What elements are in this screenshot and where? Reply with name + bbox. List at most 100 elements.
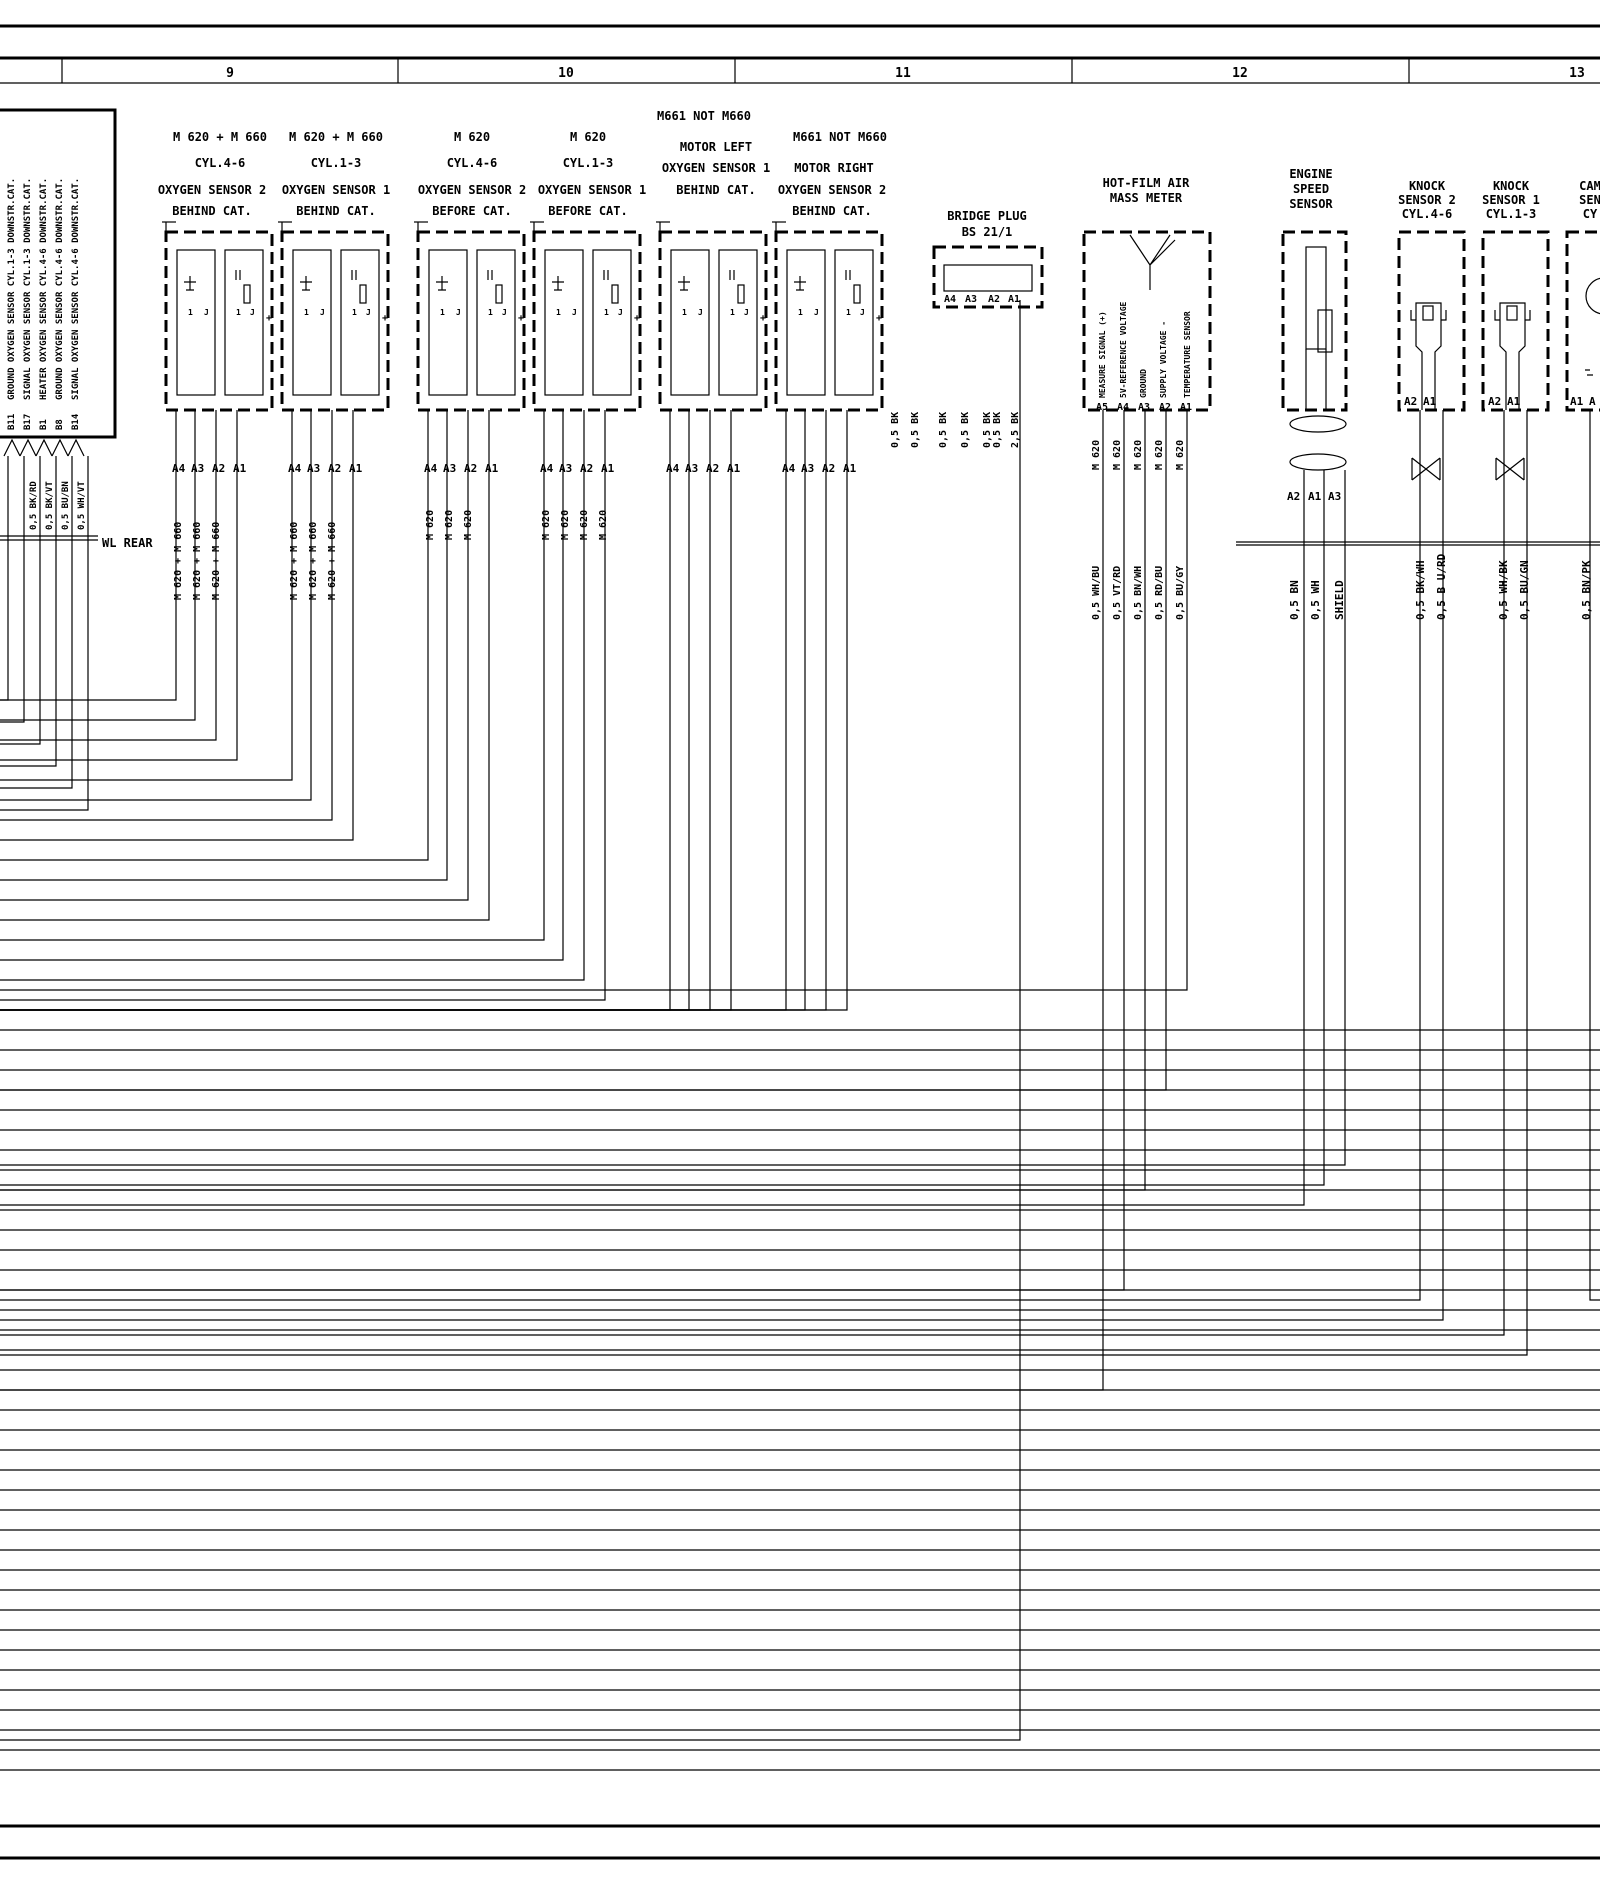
bridge-plug-title: BRIDGE PLUG	[947, 209, 1026, 223]
speed-sensor-wire: SHIELD	[1333, 580, 1346, 620]
sensor-name: OXYGEN SENSOR 1	[662, 161, 770, 175]
speed-sensor-wire: 0,5 BN	[1288, 580, 1301, 620]
svg-text:1: 1	[304, 308, 309, 317]
sensor-name: OXYGEN SENSOR 2	[158, 183, 266, 197]
svg-text:1: 1	[846, 308, 851, 317]
speed-sensor-pin: A2	[1287, 490, 1300, 503]
sensor-pin: A4	[424, 462, 438, 475]
sensor-pin: A4	[288, 462, 302, 475]
wire	[0, 300, 1021, 1741]
maf-internal-label: SUPPLY VOLTAGE -	[1159, 321, 1168, 398]
wire	[0, 410, 177, 701]
speed-sensor-pin: A1	[1308, 490, 1322, 503]
knock-sensor-pin: A2	[1488, 395, 1501, 408]
ecu-pin-description: SIGNAL OXYGEN SENSOR CYL.1-3 DOWNSTR.CAT…	[23, 178, 33, 400]
svg-text:J: J	[366, 308, 371, 317]
svg-text:J: J	[320, 308, 325, 317]
sensor-housing	[532, 230, 642, 412]
maf-model-label: M 620	[1154, 440, 1165, 470]
wire-harness	[0, 300, 1600, 1771]
bridge-wire-label: 0,5 BK	[992, 412, 1003, 448]
sensor-housing	[658, 230, 768, 412]
svg-text:1: 1	[352, 308, 357, 317]
sensor-wire-label: M 620 + M 660	[289, 522, 300, 600]
sensor-wire-label: M 620	[598, 510, 609, 540]
maf-pin: A3	[1138, 402, 1150, 413]
sensor-model: M 620 + M 660	[289, 130, 383, 144]
bridge-pin: A1	[1008, 294, 1020, 305]
sensor-wire-label: M 620 + M 660	[308, 522, 319, 600]
maf-model-label: M 620	[1091, 440, 1102, 470]
sensor-pin: A2	[464, 462, 477, 475]
knock-sensor-label: KNOCK	[1493, 179, 1530, 193]
sensor-pin: A2	[580, 462, 593, 475]
svg-text:1: 1	[440, 308, 445, 317]
sensor-pin: A4	[782, 462, 796, 475]
sensor-name: OXYGEN SENSOR 2	[418, 183, 526, 197]
maf-wire-label: 0,5 VT/RD	[1112, 566, 1123, 620]
svg-text:+: +	[634, 313, 640, 324]
sensor-housing	[280, 230, 390, 412]
sensor-housing	[416, 230, 526, 412]
wire	[0, 410, 469, 901]
wire	[0, 470, 1305, 1206]
speed-sensor-label: SPEED	[1293, 182, 1329, 196]
ecu-wire-label: 0,5 BU/BN	[61, 481, 71, 530]
svg-text:+: +	[266, 313, 272, 324]
svg-text:+: +	[876, 313, 882, 324]
speed-sensor-label: ENGINE	[1289, 167, 1332, 181]
sensor-pin: A2	[706, 462, 719, 475]
sensor-pin: A3	[191, 462, 204, 475]
sensor-housing	[164, 230, 274, 412]
knock-sensor-wire: 0,5 BU/GN	[1518, 560, 1531, 620]
sensor-motor: MOTOR RIGHT	[794, 161, 873, 175]
speed-sensor-label: SENSOR	[1289, 197, 1333, 211]
column-number: 10	[558, 66, 574, 81]
column-number: 11	[895, 66, 911, 81]
ecu-wire-label: 0,5 BK/RD	[29, 481, 39, 530]
wire	[0, 410, 354, 841]
svg-text:J: J	[572, 308, 577, 317]
ecu-wire-label: 0,5 BK/VT	[45, 481, 55, 530]
bundle-label: WL REAR	[102, 536, 153, 550]
svg-text:J: J	[744, 308, 749, 317]
sensor-pin: A3	[685, 462, 698, 475]
ecu-pin: B11	[7, 414, 17, 430]
ecu-pin: B8	[55, 419, 65, 430]
cam-sensor-label: SEN	[1579, 193, 1600, 207]
wire	[0, 410, 293, 781]
svg-text:J: J	[860, 308, 865, 317]
wire	[0, 410, 196, 721]
maf-internal-label: TEMPERATURE SENSOR	[1183, 311, 1192, 398]
sensor-cyl: CYL.4-6	[447, 156, 498, 170]
wire	[0, 470, 1325, 1186]
svg-text:J: J	[502, 308, 507, 317]
wire	[0, 470, 1346, 1166]
maf-internal-label: GROUND	[1139, 369, 1148, 398]
ecu-wire-label: 0,5 WH/VT	[77, 481, 87, 530]
cam-sensor-label: CAM	[1579, 179, 1600, 193]
knock-sensor-label: KNOCK	[1409, 179, 1446, 193]
sensor-cyl: CYL.1-3	[311, 156, 362, 170]
wire	[0, 456, 73, 789]
maf-subtitle: MASS METER	[1110, 191, 1183, 205]
sensor-model: M 620 + M 660	[173, 130, 267, 144]
maf-wire-label: 0,5 BU/GY	[1175, 566, 1186, 620]
maf-pin: A2	[1159, 402, 1171, 413]
maf-model-label: M 620	[1175, 440, 1186, 470]
maf-internal-label: MEASURE SIGNAL (+)	[1098, 311, 1107, 398]
sensor-pin: A3	[307, 462, 320, 475]
sensor-position: BEHIND CAT.	[172, 204, 251, 218]
bridge-plug-subtitle: BS 21/1	[962, 225, 1013, 239]
column-number: 13	[1569, 66, 1585, 81]
sensor-pin: A1	[349, 462, 363, 475]
ecu-pin-description: HEATER OXYGEN SENSOR CYL.4-6 DOWNSTR.CAT…	[39, 178, 49, 400]
wire	[0, 410, 333, 821]
wire	[0, 410, 1421, 1301]
wire	[0, 410, 217, 741]
maf-wire-label: 0,5 BN/WH	[1133, 566, 1144, 620]
sensor-pin: A2	[212, 462, 225, 475]
